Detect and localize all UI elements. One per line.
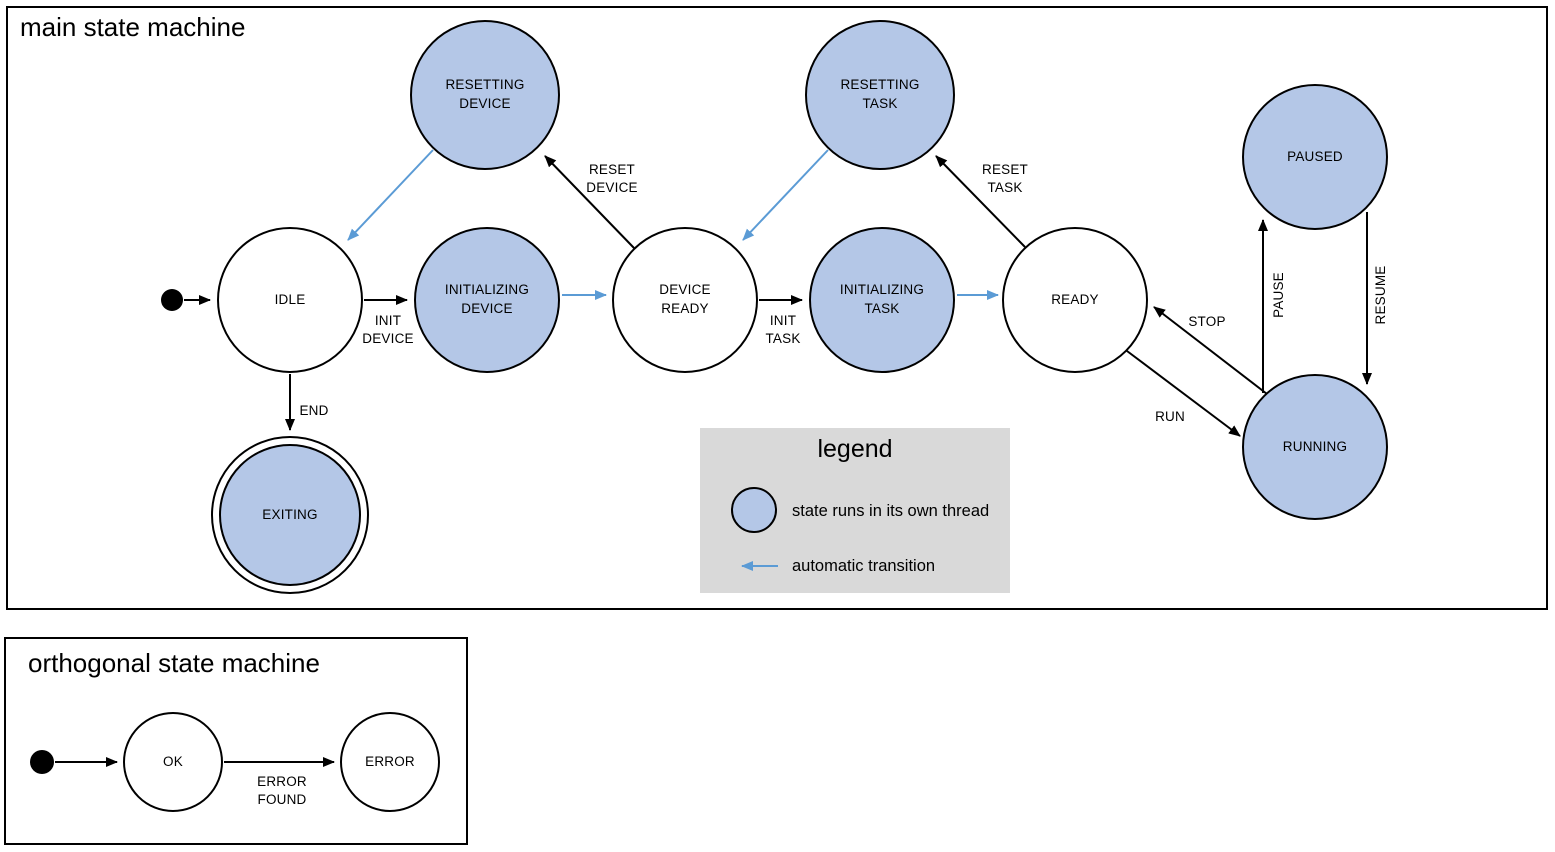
state-label: PAUSED [1287,148,1343,164]
transition-label-stop: STOP [1188,313,1226,329]
state-label: DEVICE READY [659,282,711,316]
state-initializing-task: INITIALIZING TASK [809,227,955,373]
state-label: EXITING [262,506,318,522]
state-ready: READY [1002,227,1148,373]
state-initializing-device: INITIALIZING DEVICE [414,227,560,373]
state-label: INITIALIZING DEVICE [444,282,530,316]
state-resetting-task: RESETTING TASK [805,20,955,170]
main-state-machine-title: main state machine [20,12,246,42]
state-exiting-final-ring: EXITING [211,436,369,594]
main-state-machine-panel [6,6,1548,610]
legend-threaded-state-label: state runs in its own thread [792,502,990,520]
state-label: RUNNING [1282,438,1348,454]
state-error: ERROR [340,712,440,812]
initial-state-dot-ortho [30,750,54,774]
state-label: RESETTING TASK [840,77,920,111]
transition-label-init-device: INIT DEVICE [362,312,414,346]
transition-label-end: END [299,402,329,418]
transition-label-run: RUN [1155,408,1185,424]
state-label: ERROR [365,753,415,769]
state-label: INITIALIZING TASK [839,282,925,316]
orthogonal-state-machine-title: orthogonal state machine [28,648,320,678]
transition-label-error-found: ERROR FOUND [257,773,307,807]
state-paused: PAUSED [1242,84,1388,230]
state-label: OK [163,753,183,769]
state-running: RUNNING [1242,374,1388,520]
state-label: RESETTING DEVICE [445,77,525,111]
transition-label-pause: PAUSE [1270,272,1286,318]
state-ok: OK [123,712,223,812]
state-device-ready: DEVICE READY [612,227,758,373]
legend-panel: legend state runs in its own thread auto… [700,428,1010,593]
transition-label-init-task: INIT TASK [765,312,801,346]
state-label: READY [1051,291,1099,307]
state-label: IDLE [274,291,306,307]
legend-auto-transition-arrow-icon [741,561,778,571]
transition-label-reset-task: RESET TASK [981,161,1029,195]
transition-label-reset-device: RESET DEVICE [586,161,638,195]
legend-title: legend [817,435,893,463]
legend-threaded-state-swatch-icon [731,487,777,533]
transition-label-resume: RESUME [1372,265,1388,325]
legend-auto-transition-label: automatic transition [792,557,936,575]
orthogonal-state-machine-panel [4,637,468,845]
initial-state-dot-main [161,289,183,311]
state-exiting: EXITING [219,444,361,586]
state-resetting-device: RESETTING DEVICE [410,20,560,170]
state-idle: IDLE [217,227,363,373]
